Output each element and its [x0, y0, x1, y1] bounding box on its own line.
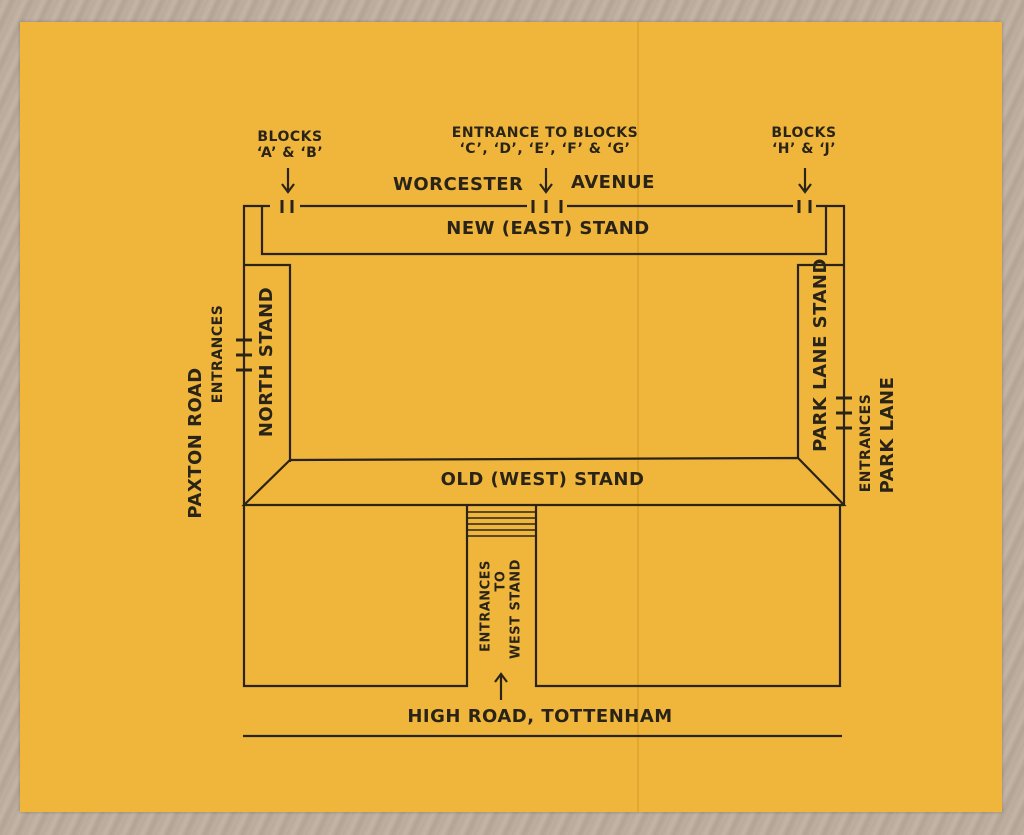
west-stand-steps [467, 511, 536, 537]
arrow-blocks-hj-icon [798, 168, 812, 194]
paxton-entrances-label: ENTRANCES [210, 304, 226, 404]
blocks-hj-title: BLOCKS [771, 125, 837, 141]
north-stand-label: NORTH STAND [256, 286, 277, 438]
fold-crease [637, 22, 639, 812]
paxton-road-label: PAXTON ROAD [185, 367, 206, 519]
lower-right-block [534, 505, 842, 688]
blocks-ab-label: BLOCKS ‘A’ & ‘B’ [250, 129, 330, 161]
entrance-marks-park-lane [836, 396, 852, 430]
avenue-label: AVENUE [571, 172, 655, 193]
entrance-cg-label: ENTRANCE TO BLOCKS ‘C’, ‘D’, ‘E’, ‘F’ & … [420, 125, 670, 157]
west-entrances-line3: WEST STAND [508, 559, 524, 659]
new-east-stand-label: NEW (EAST) STAND [446, 218, 650, 239]
old-west-stand-label: OLD (WEST) STAND [440, 469, 645, 490]
arrow-blocks-ab-icon [281, 168, 295, 194]
blocks-ab-title: BLOCKS [257, 129, 323, 145]
west-entrances-line2: TO [493, 570, 509, 592]
entrance-cg-sub: ‘C’, ‘D’, ‘E’, ‘F’ & ‘G’ [459, 140, 631, 157]
entrance-marks-paxton [236, 338, 252, 372]
high-road-label: HIGH ROAD, TOTTENHAM [407, 706, 673, 727]
entrance-marks-ab [280, 200, 294, 213]
entrance-marks-hj [797, 200, 812, 213]
arrow-blocks-cg-icon [539, 168, 553, 194]
entrance-cg-title: ENTRANCE TO BLOCKS [451, 125, 639, 141]
east-stand-inner [260, 206, 828, 256]
blocks-ab-sub: ‘A’ & ‘B’ [256, 144, 324, 161]
blocks-hj-label: BLOCKS ‘H’ & ‘J’ [762, 125, 846, 157]
ticket-card [20, 22, 1002, 812]
west-entrances-line1: ENTRANCES [478, 560, 494, 652]
park-lane-label: PARK LANE [877, 376, 898, 494]
park-lane-entrances-label: ENTRANCES [858, 393, 874, 493]
park-lane-stand-label: PARK LANE STAND [810, 258, 831, 452]
park-lane-stand [796, 263, 844, 458]
arrow-west-stand-icon [494, 672, 508, 700]
blocks-hj-sub: ‘H’ & ‘J’ [771, 140, 837, 157]
north-stand [244, 263, 292, 462]
lower-left-block [242, 505, 469, 688]
entrance-marks-cg [531, 200, 563, 213]
worcester-label: WORCESTER [393, 174, 524, 195]
